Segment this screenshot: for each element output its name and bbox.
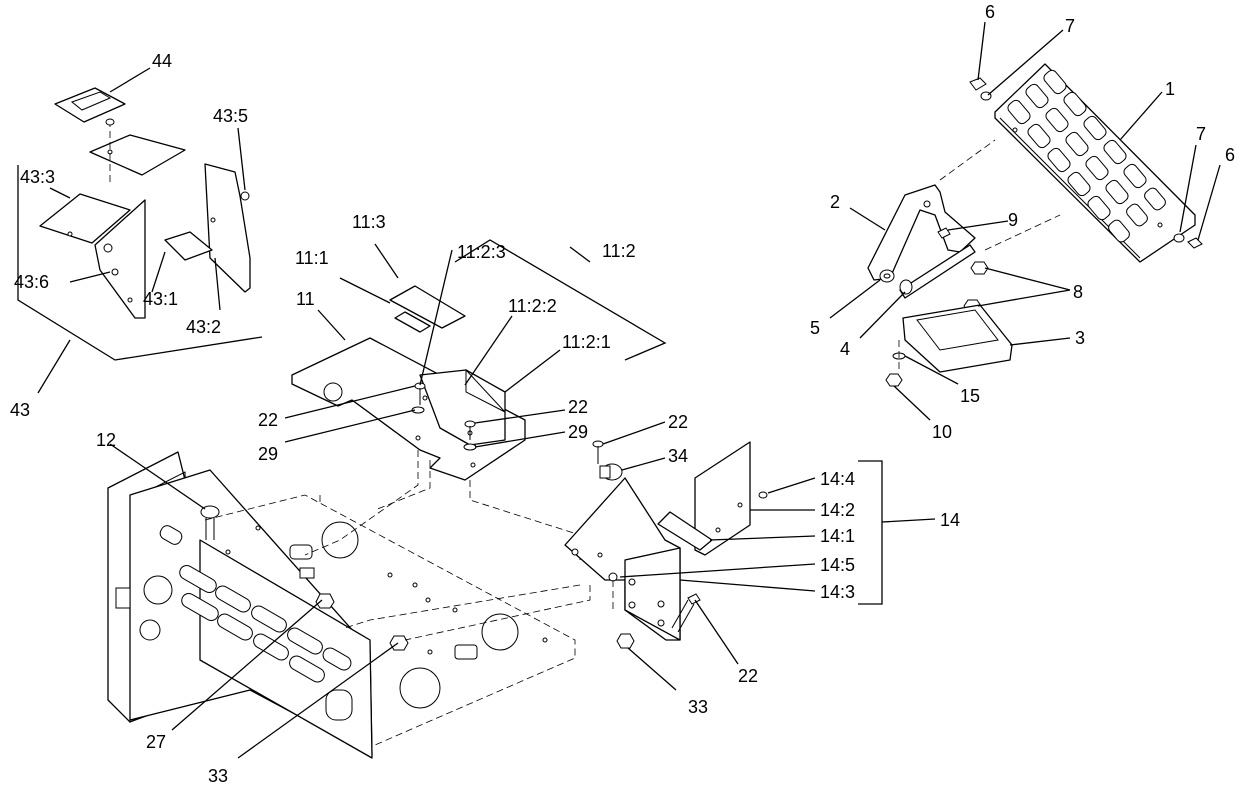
callout-22: 22 [568, 397, 588, 417]
nut-10 [885, 373, 903, 387]
callout-34: 34 [668, 446, 688, 466]
callout-14-4: 14:4 [820, 469, 855, 489]
plate-43-2 [204, 163, 251, 293]
washer-5 [879, 269, 895, 283]
callout-8: 8 [1073, 282, 1083, 302]
callout-43-3: 43:3 [20, 167, 55, 187]
callout-22: 22 [738, 666, 758, 686]
panel-43-3 [39, 193, 131, 244]
callout-labels: 1 2 3 4 5 6 6 7 7 8 9 10 11 11:1 11:2 11… [10, 2, 1235, 786]
cover-11-3 [389, 285, 466, 333]
callout-43-5: 43:5 [213, 106, 248, 126]
chassis-frame [107, 451, 576, 759]
pin-9 [937, 227, 951, 239]
callout-2: 2 [830, 192, 840, 212]
callout-6: 6 [1225, 145, 1235, 165]
callout-11-2-3: 11:2:3 [457, 242, 506, 262]
callout-33: 33 [688, 697, 708, 717]
bracket-2 [867, 184, 976, 281]
bracket-43-6 [94, 199, 146, 319]
callout-6: 6 [985, 2, 995, 22]
washers-29 [411, 406, 477, 451]
callout-29: 29 [258, 444, 278, 464]
callout-14: 14 [940, 510, 960, 530]
bolt-22-14 [671, 593, 701, 633]
panel-43-top [89, 118, 186, 185]
callout-27: 27 [146, 732, 166, 752]
callout-22: 22 [258, 410, 278, 430]
callout-43: 43 [10, 400, 30, 420]
alignment-lines-guard [898, 139, 1061, 372]
callout-1: 1 [1165, 79, 1175, 99]
callout-10: 10 [932, 422, 952, 442]
callout-9: 9 [1008, 210, 1018, 230]
tag-44 [54, 87, 126, 123]
callout-11-3: 11:3 [352, 212, 386, 232]
nut-27 [315, 593, 335, 609]
bracket-43-1 [164, 231, 213, 261]
callout-14-1: 14:1 [820, 526, 855, 546]
callout-43-2: 43:2 [186, 317, 221, 337]
leader-lines [17, 21, 1221, 759]
callout-4: 4 [840, 339, 850, 359]
link-4 [899, 244, 976, 299]
callout-14-2: 14:2 [820, 500, 855, 520]
callout-22: 22 [668, 412, 688, 432]
callout-7: 7 [1196, 124, 1206, 144]
callout-43-6: 43:6 [14, 272, 49, 292]
knob-12 [200, 505, 220, 540]
plate-11-2-bracket [419, 368, 506, 446]
callout-11: 11 [296, 289, 315, 309]
guard-1 [994, 63, 1196, 263]
callout-14-5: 14:5 [820, 555, 855, 575]
callout-14-3: 14:3 [820, 582, 855, 602]
chassis-deck [204, 494, 576, 746]
chassis-slots [115, 525, 353, 721]
nut-33-chassis [389, 635, 409, 651]
bolt-14-4 [758, 491, 768, 499]
callout-11-2-2: 11:2:2 [508, 296, 557, 316]
callout-3: 3 [1075, 328, 1085, 348]
callout-15: 15 [960, 386, 980, 406]
callout-11-2-1: 11:2:1 [562, 332, 611, 352]
callout-11-2: 11:2 [602, 241, 636, 261]
callout-43-1: 43:1 [143, 289, 178, 309]
callout-11-1: 11:1 [295, 248, 329, 268]
callout-7: 7 [1065, 16, 1075, 36]
guard-1-slots [1007, 69, 1166, 243]
callout-33: 33 [208, 766, 228, 786]
bracket-14 [564, 477, 681, 641]
clamp-34 [599, 463, 623, 481]
callout-44: 44 [152, 51, 172, 71]
callout-5: 5 [810, 318, 820, 338]
nut-33-bracket [616, 633, 635, 649]
callout-29: 29 [568, 422, 588, 442]
box-3 [902, 304, 1013, 373]
callout-12: 12 [96, 430, 116, 450]
